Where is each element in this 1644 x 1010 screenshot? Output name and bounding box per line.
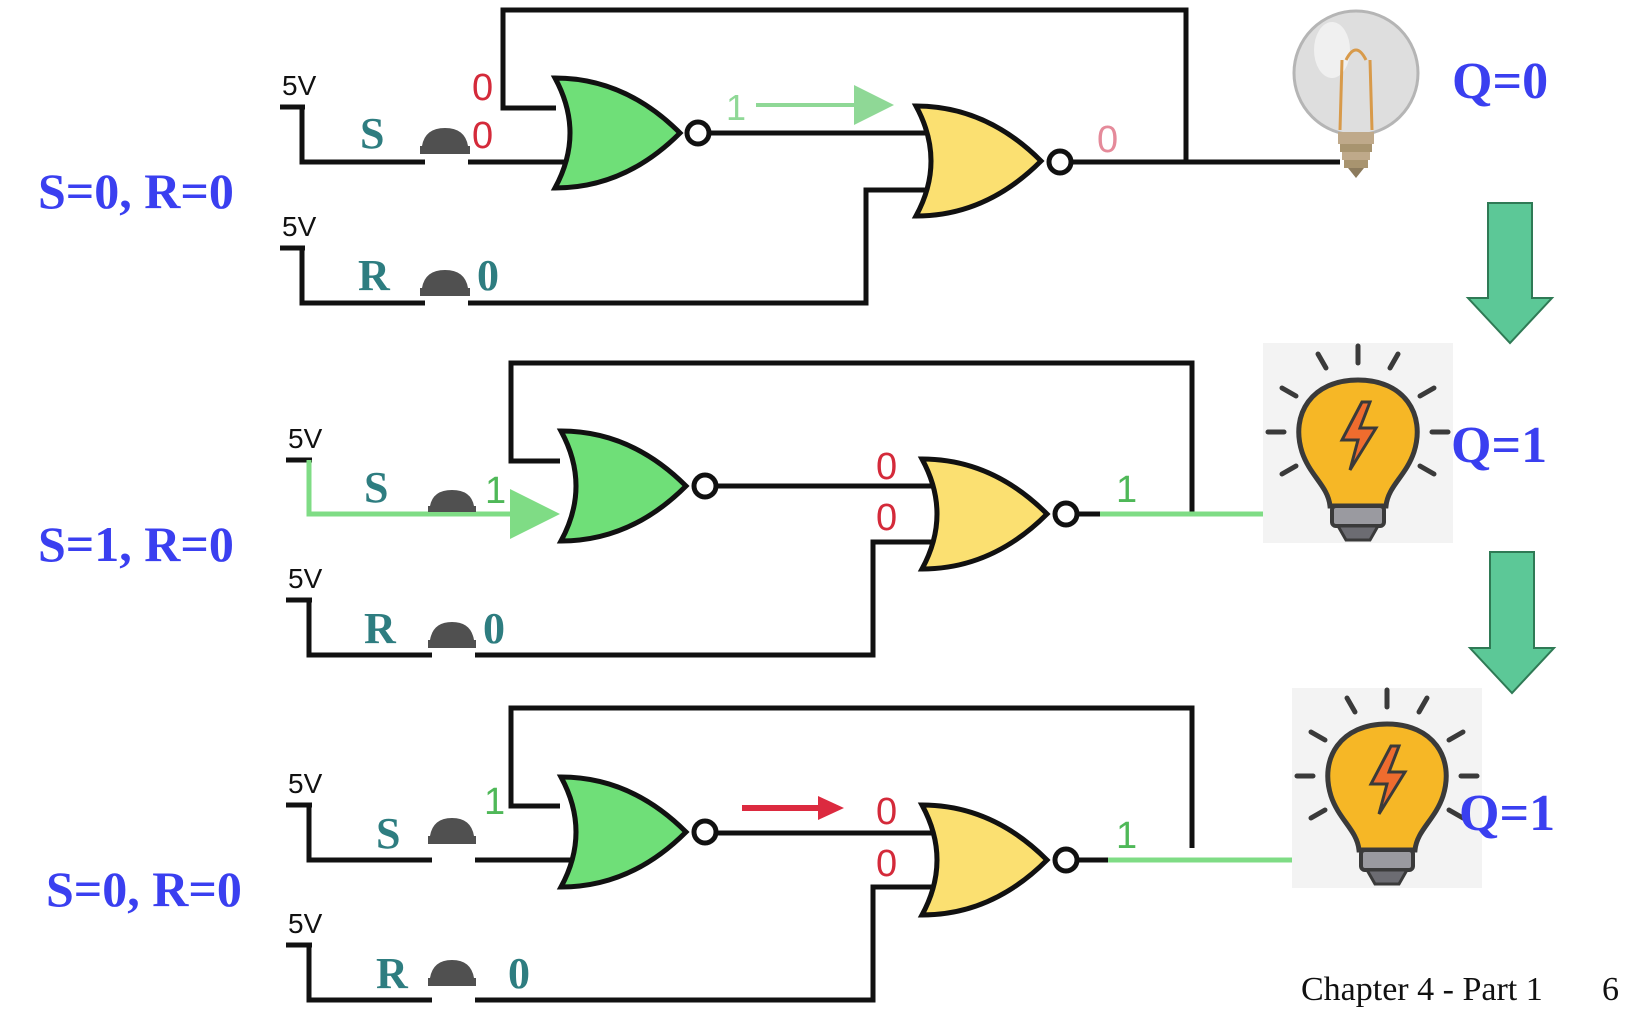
r-input-wire [286, 884, 936, 1003]
r-switch-value: 0 [483, 604, 505, 653]
r-label: R [376, 949, 409, 998]
gate1-top-input-value: 0 [472, 67, 493, 109]
nor-gate-1 [561, 777, 686, 887]
down-arrow-icon-2 [1467, 551, 1557, 695]
gate2-bottom-input-value: 0 [876, 497, 897, 539]
q-label: Q=1 [1459, 785, 1555, 842]
feedback-wire [500, 7, 1189, 162]
feedback-wire [508, 705, 1195, 848]
s-push-button-icon[interactable] [428, 490, 476, 512]
bulb-off-icon [1292, 9, 1420, 178]
panel-1: 5V 5V S R 0 0 0 1 0 S=0, R=0 Q=0 [38, 7, 1548, 306]
nor-gate-2 [922, 805, 1047, 915]
r-switch-value: 0 [477, 251, 499, 300]
gate2-output-value: 1 [1116, 815, 1137, 857]
r-label: R [358, 251, 391, 300]
s-switch-value: 1 [485, 470, 506, 512]
red-signal-arrow [742, 796, 844, 820]
gate1-top-input-value: 1 [484, 781, 505, 823]
gate2-top-input-value: 0 [876, 446, 897, 488]
state-label: S=0, R=0 [38, 163, 234, 219]
v5-label-s: 5V [282, 70, 317, 101]
bulb-on-icon [1263, 343, 1453, 543]
gate2-top-input-value: 0 [876, 791, 897, 833]
state-label: S=1, R=0 [38, 516, 234, 572]
state-label: S=0, R=0 [46, 861, 242, 917]
s-input-wire [280, 104, 581, 165]
r-push-button-icon[interactable] [428, 622, 476, 648]
s-push-button-icon[interactable] [428, 818, 476, 844]
r-input-wire [280, 187, 930, 306]
panel-2: 5V 5V S R 1 0 0 0 1 S=1, R=0 Q=1 [38, 343, 1547, 658]
v5-label-r: 5V [282, 211, 317, 242]
s-label: S [360, 109, 384, 158]
v5-label-s: 5V [288, 423, 323, 454]
nor-gate-1-bubble [684, 119, 712, 147]
gate2-output-value: 1 [1116, 469, 1137, 511]
gate1-output-value: 1 [726, 87, 746, 128]
r-label: R [364, 604, 397, 653]
v5-label-r: 5V [288, 563, 323, 594]
nor-gate-2 [922, 459, 1047, 569]
s-label: S [364, 463, 388, 512]
feedback-wire [508, 360, 1195, 514]
nor-gate-2-bubble [1052, 500, 1080, 528]
nor-gate-2-bubble [1046, 148, 1074, 176]
q-label: Q=0 [1452, 53, 1548, 110]
r-push-button-icon[interactable] [428, 960, 476, 986]
nor-gate-2 [916, 106, 1041, 216]
bulb-on-icon [1292, 687, 1482, 888]
footer-chapter: Chapter 4 - Part 1 [1301, 971, 1543, 1008]
nor-gate-2-bubble [1052, 846, 1080, 874]
r-switch-value: 0 [508, 949, 530, 998]
nor-gate-1-bubble [691, 472, 719, 500]
s-input-active-wire [306, 460, 560, 539]
v5-label-s: 5V [288, 768, 323, 799]
v5-label-r: 5V [288, 908, 323, 939]
panel-3: 5V 5V S R 1 0 0 0 1 S=0, R=0 Q=1 [46, 687, 1555, 1003]
r-push-button-icon[interactable] [420, 270, 470, 296]
footer-page-number: 6 [1602, 971, 1619, 1008]
gate2-output-value: 0 [1097, 119, 1118, 161]
nor-gate-1-bubble [691, 818, 719, 846]
down-arrow-icon-1 [1465, 202, 1555, 345]
s-label: S [376, 809, 400, 858]
s-input-wire [286, 802, 585, 863]
nor-gate-1 [561, 431, 686, 541]
s-switch-value: 0 [472, 115, 493, 157]
gate2-bottom-input-value: 0 [876, 843, 897, 885]
q-label: Q=1 [1451, 417, 1547, 474]
s-push-button-icon[interactable] [420, 128, 470, 154]
r-input-wire [286, 539, 936, 658]
nor-gate-1 [555, 78, 680, 188]
